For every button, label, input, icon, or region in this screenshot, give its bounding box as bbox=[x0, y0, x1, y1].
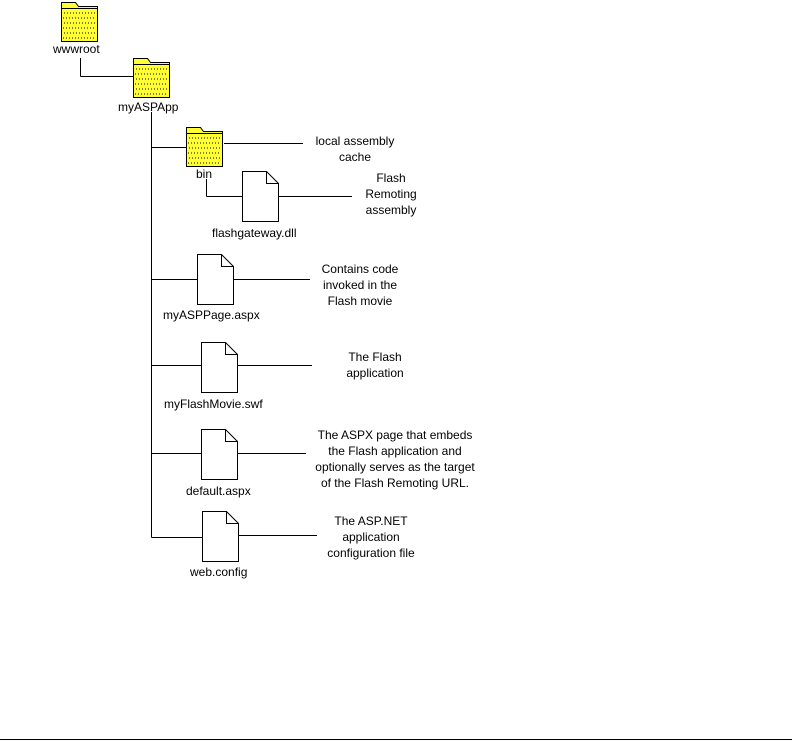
file-icon-flashgateway bbox=[242, 171, 279, 222]
description-line: Contains code bbox=[321, 262, 399, 276]
description-myasppage: Contains code invoked in the Flash movie bbox=[308, 261, 412, 309]
description-line: the Flash application and bbox=[328, 444, 462, 458]
description-line: assembly bbox=[365, 203, 417, 217]
file-icon-default bbox=[201, 429, 238, 480]
description-line: The Flash bbox=[348, 350, 402, 364]
node-label-myflashmovie: myFlashMovie.swf bbox=[164, 397, 263, 411]
description-webconfig: The ASP.NET application configuration fi… bbox=[318, 513, 424, 561]
node-label-bin: bin bbox=[196, 167, 213, 181]
description-bin: local assembly cache bbox=[303, 133, 407, 165]
description-line: cache bbox=[338, 150, 372, 164]
description-line: The ASPX page that embeds bbox=[317, 428, 473, 442]
folder-icon-bin bbox=[186, 127, 223, 167]
folder-icon-wwwroot bbox=[61, 2, 98, 42]
description-line: invoked in the bbox=[322, 278, 398, 292]
description-flashgateway: Flash Remoting assembly bbox=[356, 170, 426, 218]
folder-icon-myaspapp bbox=[133, 58, 170, 98]
bottom-divider bbox=[0, 739, 792, 740]
node-label-wwwroot: wwwroot bbox=[53, 42, 100, 56]
file-icon-myasppage bbox=[197, 254, 234, 305]
description-line: application bbox=[346, 366, 404, 380]
description-myflashmovie: The Flash application bbox=[325, 349, 425, 381]
description-line: local assembly bbox=[315, 134, 395, 148]
description-line: Flash movie bbox=[327, 294, 393, 308]
description-line: optionally serves as the target bbox=[315, 460, 475, 474]
file-icon-webconfig bbox=[202, 511, 239, 562]
description-line: configuration file bbox=[327, 546, 415, 560]
description-line: of the Flash Remoting URL. bbox=[320, 476, 470, 490]
node-label-default: default.aspx bbox=[186, 484, 251, 498]
node-label-webconfig: web.config bbox=[190, 565, 248, 579]
node-label-myaspapp: myASPApp bbox=[118, 100, 179, 114]
description-default: The ASPX page that embeds the Flash appl… bbox=[300, 427, 490, 491]
node-label-myasppage: myASPPage.aspx bbox=[163, 308, 260, 322]
description-line: The ASP.NET bbox=[334, 514, 408, 528]
description-line: application bbox=[342, 530, 400, 544]
description-line: Remoting bbox=[365, 187, 417, 201]
node-label-flashgateway: flashgateway.dll bbox=[212, 226, 297, 240]
file-icon-myflashmovie bbox=[201, 342, 238, 393]
description-line: Flash bbox=[376, 171, 406, 185]
